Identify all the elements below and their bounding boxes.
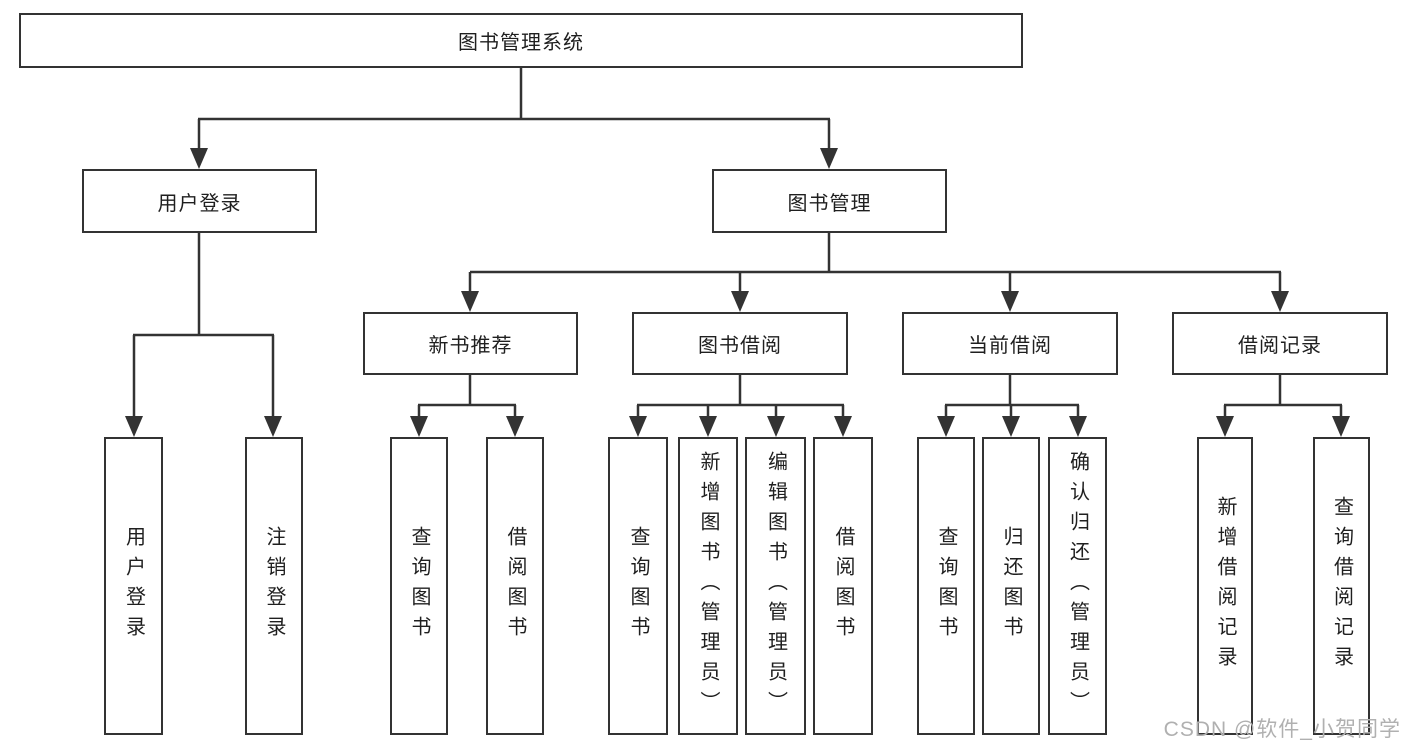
leaf-query-books-borrowing: 查询图书	[608, 437, 668, 735]
leaf-borrow-books-recommend: 借阅图书	[486, 437, 544, 735]
csdn-watermark: CSDN @软件_小贺同学	[1163, 718, 1401, 741]
node-user-login: 用户登录	[82, 169, 317, 233]
leaf-edit-books-admin: 编辑图书（管理员）	[745, 437, 806, 735]
node-book-management: 图书管理	[712, 169, 947, 233]
leaf-query-borrow-record: 查询借阅记录	[1313, 437, 1370, 735]
leaf-logout: 注销登录	[245, 437, 303, 735]
leaf-query-books-recommend: 查询图书	[390, 437, 448, 735]
node-library-management-system: 图书管理系统	[19, 13, 1023, 68]
leaf-query-books-current: 查询图书	[917, 437, 975, 735]
node-current-borrowing: 当前借阅	[902, 312, 1118, 375]
node-book-borrowing: 图书借阅	[632, 312, 848, 375]
leaf-user-login: 用户登录	[104, 437, 163, 735]
leaf-add-borrow-record: 新增借阅记录	[1197, 437, 1253, 735]
leaf-borrow-books-borrowing: 借阅图书	[813, 437, 873, 735]
leaf-add-books-admin: 新增图书（管理员）	[678, 437, 738, 735]
leaf-return-books: 归还图书	[982, 437, 1040, 735]
node-borrowing-records: 借阅记录	[1172, 312, 1388, 375]
node-new-book-recommendation: 新书推荐	[363, 312, 578, 375]
leaf-confirm-return-admin: 确认归还（管理员）	[1048, 437, 1107, 735]
